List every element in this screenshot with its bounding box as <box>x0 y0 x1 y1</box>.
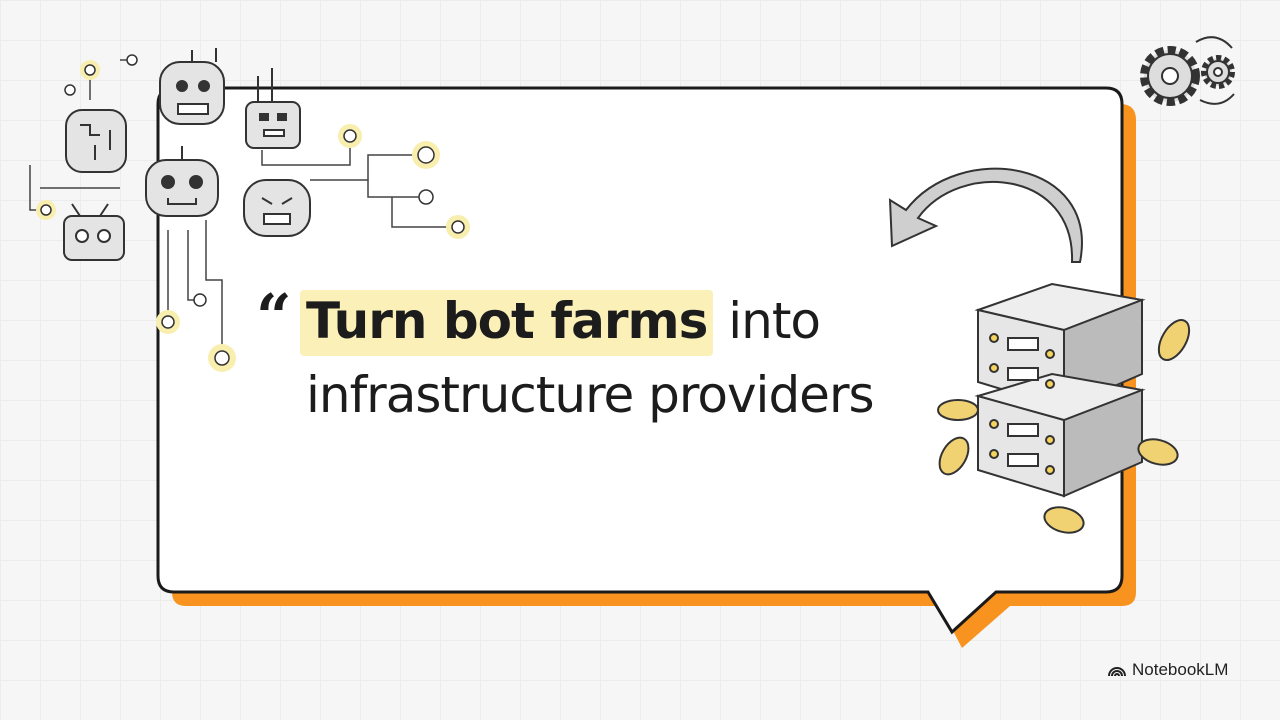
robot-icon <box>245 68 301 149</box>
quote-mark: “ <box>256 280 292 353</box>
circuit-nodes <box>36 54 470 372</box>
robot-icon <box>65 109 127 173</box>
brand-name: NotebookLM <box>1132 660 1229 679</box>
speech-bubble <box>156 86 1124 635</box>
robot-icon <box>243 179 311 237</box>
gears-icon <box>1140 36 1235 106</box>
coins-icon <box>937 319 1191 534</box>
headline-highlight: Turn bot farms <box>300 290 714 356</box>
notebooklm-logo-icon <box>1108 667 1126 677</box>
robot-heads <box>63 48 311 261</box>
robot-icon <box>63 203 125 261</box>
headline-rest: into <box>728 292 821 350</box>
robot-icon <box>159 48 225 125</box>
brand-watermark: NotebookLM <box>1108 660 1228 680</box>
server-stack-icon <box>974 282 1146 498</box>
headline-line-1: Turn bot farms into <box>300 290 821 356</box>
robot-icon <box>145 146 219 217</box>
curved-arrow-icon <box>888 167 1083 263</box>
headline-line-2: infrastructure providers <box>306 366 875 424</box>
